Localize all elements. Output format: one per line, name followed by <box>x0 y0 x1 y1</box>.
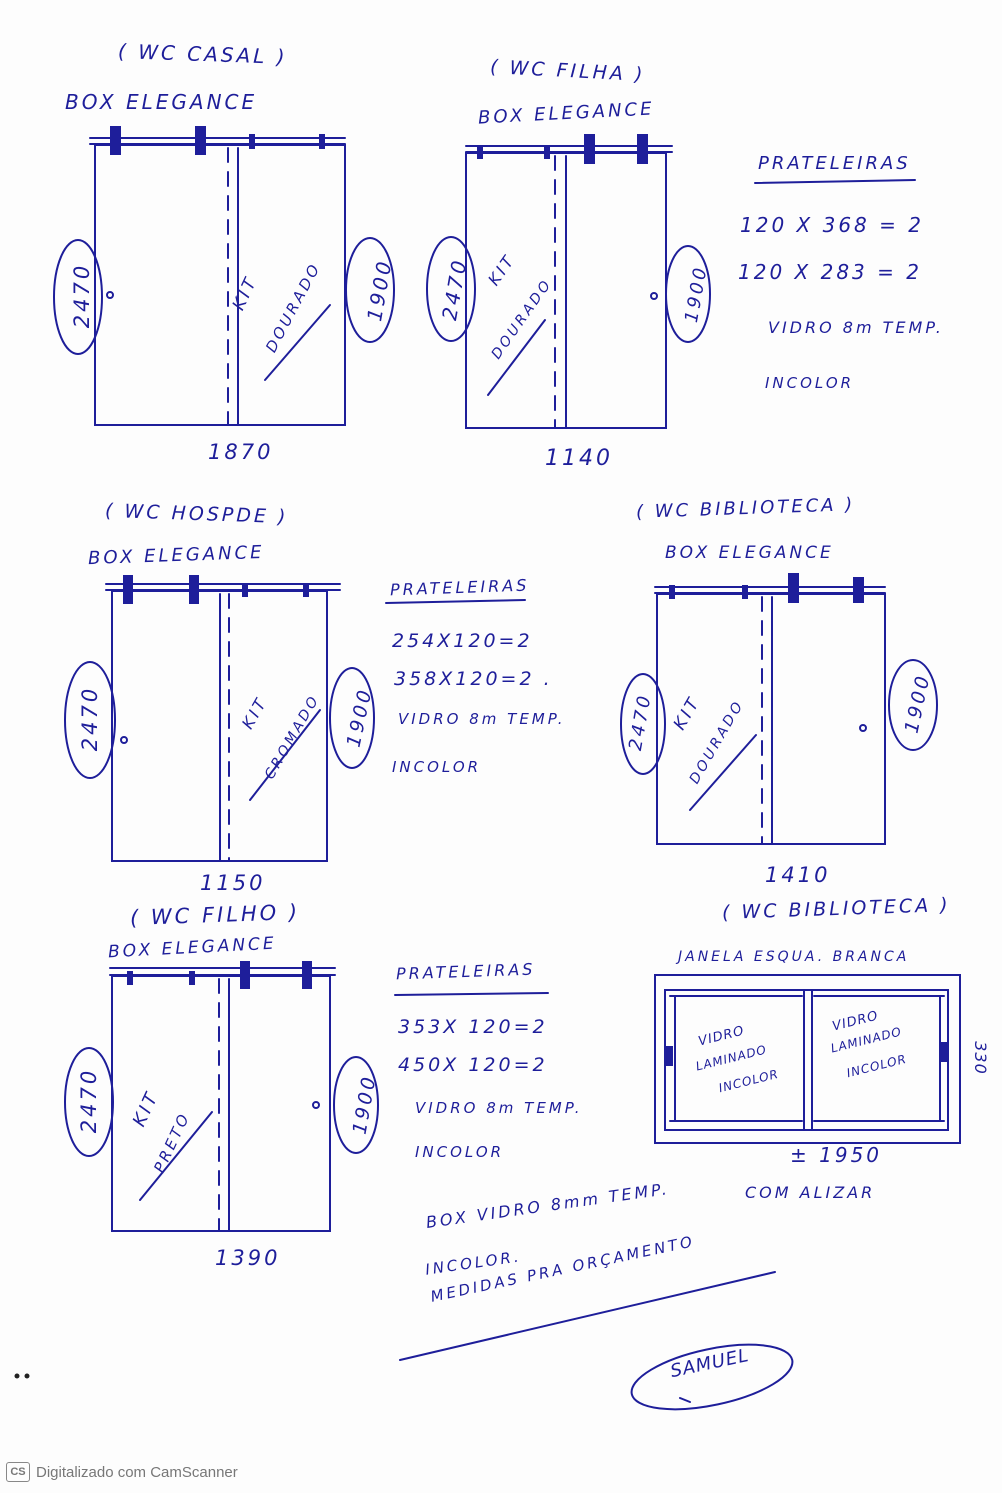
janela-subtitle: JANELA ESQUA. BRANCA <box>678 949 910 965</box>
casal-drawing <box>53 126 395 426</box>
hospede-drawing <box>64 575 375 862</box>
notes1-line-2: 120 X 283 = 2 <box>738 260 922 284</box>
filha-width: 1140 <box>545 446 613 471</box>
janela-drawing <box>654 974 961 1144</box>
notes1-line-3: VIDRO 8m TEMP. <box>768 318 944 337</box>
scanner-label: Digitalizado com CamScanner <box>36 1463 238 1481</box>
filho-passage-circle <box>333 1056 379 1154</box>
casal-title: ( WC CASAL ) <box>117 39 288 69</box>
biblioteca-height-circle <box>620 673 666 775</box>
filho-height: 2470 <box>77 1067 102 1134</box>
notes3-line-2: 450X 120=2 <box>398 1054 548 1076</box>
hospede-height-circle <box>64 661 116 779</box>
casal-width: 1870 <box>208 440 274 464</box>
filho-width: 1390 <box>215 1246 281 1270</box>
filha-passage-circle <box>665 245 711 343</box>
notes2-line-3: VIDRO 8m TEMP. <box>398 710 566 728</box>
camscanner-logo-icon: CS <box>6 1462 30 1482</box>
casal-height-circle <box>53 239 103 355</box>
filha-height-circle <box>426 236 476 342</box>
biblioteca-product: BOX ELEGANCE <box>665 543 834 563</box>
janela-note: COM ALIZAR <box>745 1183 876 1202</box>
biblioteca-width: 1410 <box>765 863 831 887</box>
hospede-height: 2470 <box>78 685 103 752</box>
notes3-line-3: VIDRO 8m TEMP. <box>415 1099 583 1117</box>
janela-height: 330 <box>970 1041 990 1075</box>
casal-height: 2470 <box>70 262 95 329</box>
notes1-heading: PRATELEIRAS <box>758 153 911 174</box>
notes1-line-4: INCOLOR <box>765 374 855 392</box>
signature-loop <box>630 1343 794 1411</box>
filho-drawing <box>64 961 379 1232</box>
filho-height-circle <box>64 1047 114 1157</box>
scanner-footer: CS Digitalizado com CamScanner <box>6 1460 238 1484</box>
notes3-line-4: INCOLOR <box>415 1143 505 1161</box>
notes2-line-2: 358X120=2 . <box>394 668 553 690</box>
biblioteca-passage-circle <box>888 659 938 751</box>
notes2-line-1: 254X120=2 <box>392 630 533 652</box>
biblioteca-drawing <box>620 573 938 845</box>
casal-passage-circle <box>345 237 395 343</box>
janela-width: ± 1950 <box>790 1143 883 1167</box>
notes1-line-1: 120 X 368 = 2 <box>740 213 924 237</box>
hospede-passage-circle <box>329 667 375 769</box>
hospede-width: 1150 <box>200 871 266 895</box>
filha-drawing <box>426 134 711 429</box>
notes2-line-4: INCOLOR <box>392 758 482 776</box>
notes3-line-1: 353X 120=2 <box>398 1016 548 1038</box>
casal-product: BOX ELEGANCE <box>65 90 258 114</box>
